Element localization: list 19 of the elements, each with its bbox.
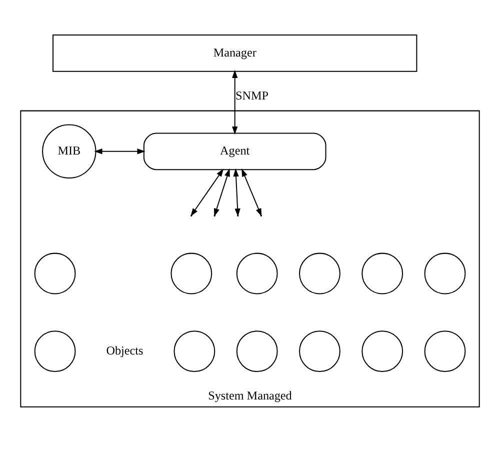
node-circle: [424, 252, 466, 294]
edge-label: SNMP: [236, 88, 269, 102]
node-circle: [236, 252, 278, 294]
node-circle: [170, 252, 212, 294]
node-circle: [299, 252, 340, 294]
node-circle: [34, 252, 76, 294]
node-circle: [362, 330, 404, 372]
node-circle: [34, 330, 76, 372]
arrow: [232, 70, 238, 135]
node-circle: [174, 330, 216, 372]
node-box: Manager: [52, 34, 418, 72]
node-circle: [236, 330, 278, 372]
node-circle: [299, 330, 340, 372]
arrow: [94, 148, 146, 154]
node-circle: MIB: [42, 124, 96, 178]
node-circle: [424, 330, 466, 372]
node-box: Agent: [143, 132, 326, 170]
node-circle: [362, 252, 404, 294]
label: Objects: [106, 343, 144, 358]
